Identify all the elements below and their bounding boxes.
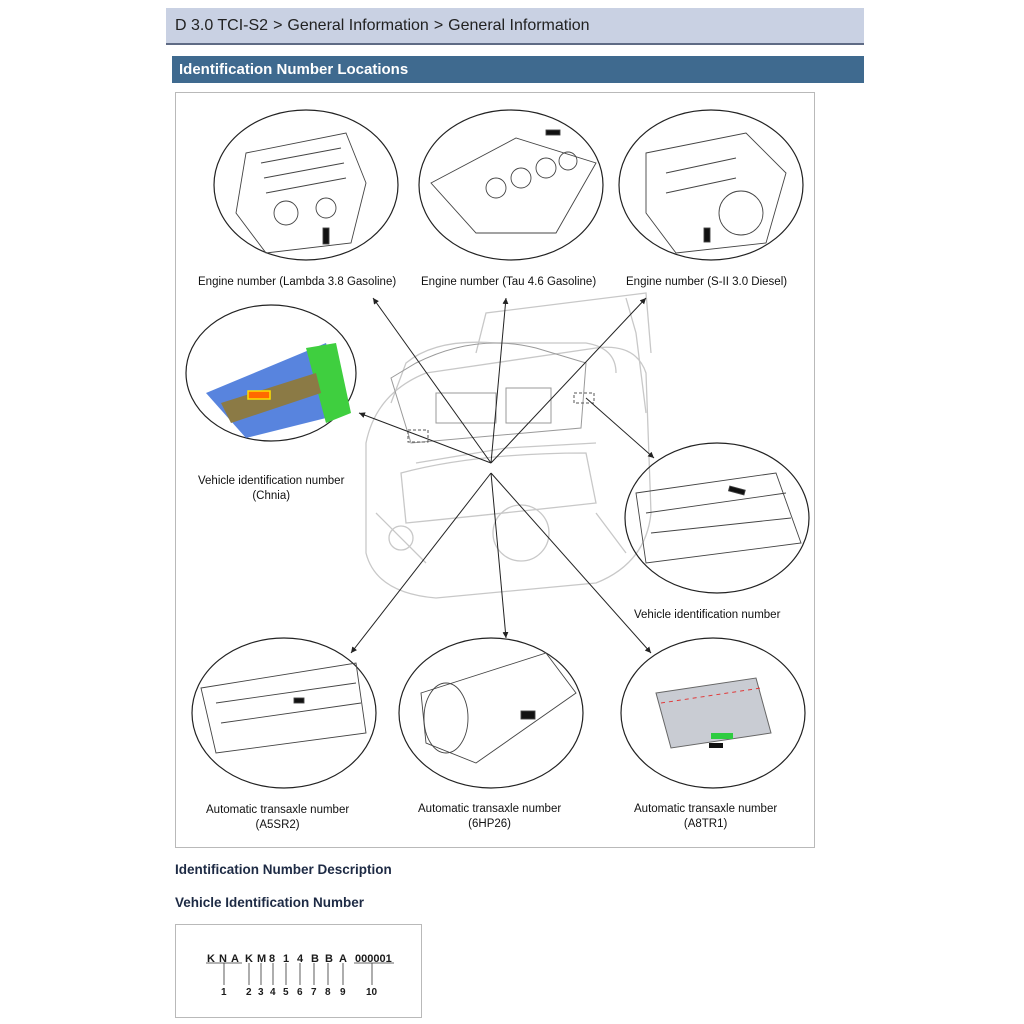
caption-trans-a5sr2: Automatic transaxle number (A5SR2) xyxy=(206,803,349,833)
vin-char: 8 xyxy=(269,953,276,965)
vin-china-sketch xyxy=(206,343,351,438)
vehicle-illustration xyxy=(365,292,652,599)
caption-engine-lambda: Engine number (Lambda 3.8 Gasoline) xyxy=(198,276,397,288)
vin-position-number: 2 xyxy=(246,987,252,998)
vin-char: A xyxy=(339,953,347,965)
engine-tau-sketch xyxy=(430,129,597,234)
trans-a8tr1-circle xyxy=(620,637,806,789)
vin-char: K xyxy=(207,953,215,965)
caption-vin-main: Vehicle identification number xyxy=(634,609,781,621)
trans-a5sr2-sketch xyxy=(200,662,367,754)
caption-trans-a8tr1: Automatic transaxle number (A8TR1) xyxy=(634,802,777,832)
vin-position-number: 1 xyxy=(221,987,227,998)
engine-s2-sketch xyxy=(645,132,787,254)
caption-line: Automatic transaxle number xyxy=(634,803,778,815)
vin-position-number: 3 xyxy=(258,987,264,998)
vin-char: K xyxy=(245,953,253,965)
caption-vin-china: Vehicle identification number (Chnia) xyxy=(198,474,344,504)
pointer-lines xyxy=(350,297,655,654)
trans-6hp26-sketch xyxy=(420,652,577,764)
vin-main-circle xyxy=(624,442,810,594)
vin-china-circle xyxy=(185,304,357,442)
vin-char: M xyxy=(257,953,267,965)
vin-diagram: K N A K M 8 1 4 B B A 000001 1 2 3 4 5 6… xyxy=(175,924,422,1018)
identification-locations-figure: Engine number (Lambda 3.8 Gasoline) Engi… xyxy=(175,92,815,848)
engine-lambda-sketch xyxy=(235,132,367,254)
caption-line: (Chnia) xyxy=(252,490,291,502)
vin-position-number: 4 xyxy=(270,987,276,998)
vin-diagram-lines xyxy=(206,962,394,985)
vin-char: 000001 xyxy=(355,953,392,965)
vin-heading: Vehicle Identification Number xyxy=(175,895,365,910)
breadcrumb-item-model[interactable]: D 3.0 TCI-S2 xyxy=(175,16,269,34)
caption-line: Automatic transaxle number xyxy=(206,804,350,816)
caption-engine-s2: Engine number (S-II 3.0 Diesel) xyxy=(626,276,788,288)
breadcrumb-item-category[interactable]: General Information xyxy=(287,16,429,34)
engine-tau-circle xyxy=(418,109,604,261)
vin-char: 1 xyxy=(283,953,290,965)
caption-line: (6HP26) xyxy=(468,818,511,830)
vin-position-number: 10 xyxy=(366,987,378,998)
trans-a5sr2-circle xyxy=(191,637,377,789)
vin-char: N xyxy=(219,953,227,965)
vin-position-number: 8 xyxy=(325,987,331,998)
breadcrumb: D 3.0 TCI-S2 > General Information > Gen… xyxy=(166,8,864,45)
engine-lambda-circle xyxy=(213,109,399,261)
caption-line: (A8TR1) xyxy=(683,818,728,830)
vin-char: B xyxy=(311,953,319,965)
engine-s2-circle xyxy=(618,109,804,261)
vin-char: B xyxy=(325,953,333,965)
trans-a8tr1-sketch xyxy=(655,677,772,749)
figure-illustration xyxy=(185,109,810,789)
vin-char: A xyxy=(231,953,239,965)
breadcrumb-separator: > xyxy=(433,16,444,34)
caption-line: Vehicle identification number xyxy=(198,475,345,487)
vin-position-number: 5 xyxy=(283,987,289,998)
trans-6hp26-circle xyxy=(398,637,584,789)
caption-trans-6hp26: Automatic transaxle number (6HP26) xyxy=(418,802,561,832)
caption-line: Automatic transaxle number xyxy=(418,803,562,815)
vin-position-number: 6 xyxy=(297,987,303,998)
section-title: Identification Number Locations xyxy=(172,56,864,83)
caption-engine-tau: Engine number (Tau 4.6 Gasoline) xyxy=(421,276,597,288)
engine-bay xyxy=(390,342,595,444)
breadcrumb-item-page: General Information xyxy=(448,16,590,34)
vin-char: 4 xyxy=(297,953,304,965)
identification-description-heading: Identification Number Description xyxy=(175,862,392,877)
breadcrumb-separator: > xyxy=(273,16,283,34)
vin-main-sketch xyxy=(635,472,802,564)
vin-position-number: 7 xyxy=(311,987,317,998)
vin-position-number: 9 xyxy=(340,987,346,998)
caption-line: (A5SR2) xyxy=(255,819,300,831)
